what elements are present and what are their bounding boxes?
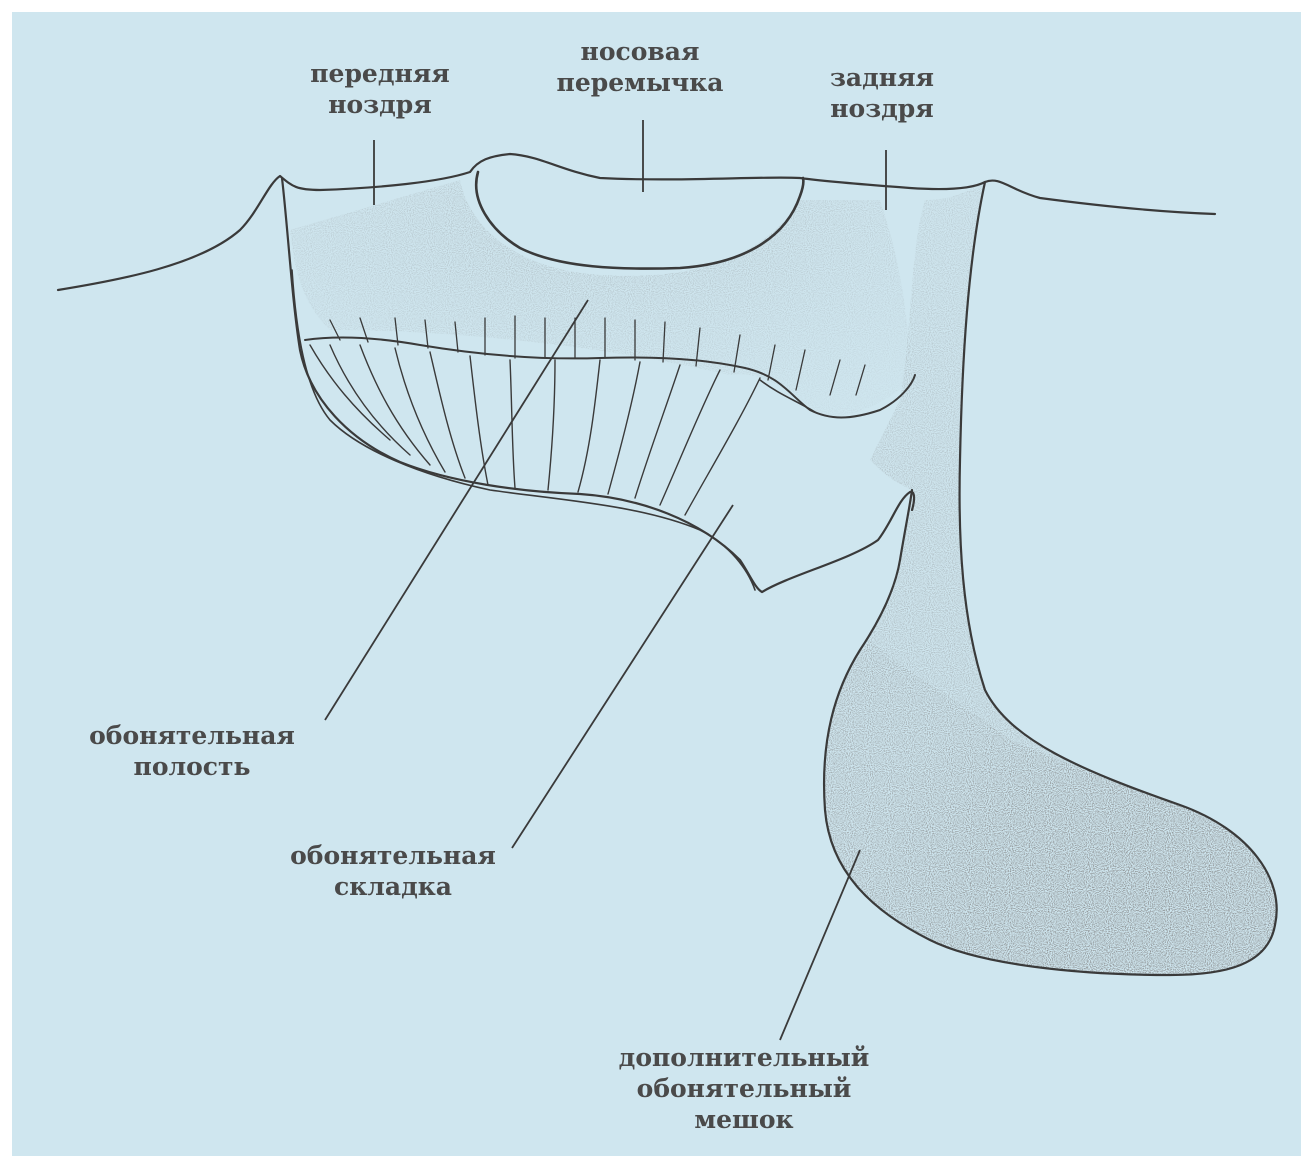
label-line: мешок [584,1104,904,1135]
label-olfactory-cavity: обонятельная полость [62,720,322,782]
label-line: задняя [802,62,962,93]
diagram-drawing [12,12,1301,1156]
label-line: ноздря [290,89,470,120]
label-line: обонятельный [584,1073,904,1104]
label-accessory-sac: дополнительный обонятельный мешок [584,1042,904,1135]
label-line: дополнительный [584,1042,904,1073]
top-margin [0,0,1301,12]
label-line: ноздря [802,93,962,124]
leader-olfactory-cavity [325,300,588,720]
label-anterior-nostril: передняя ноздря [290,58,470,120]
label-line: полость [62,751,322,782]
leader-olfactory-fold [512,505,733,848]
label-line: передняя [290,58,470,89]
label-olfactory-fold: обонятельная складка [258,840,528,902]
label-nasal-bridge: носовая перемычка [540,36,740,98]
olfactory-organ-diagram: передняя ноздря носовая перемычка задняя… [12,12,1301,1156]
leader-accessory-sac [780,850,860,1040]
label-posterior-nostril: задняя ноздря [802,62,962,124]
label-line: носовая [540,36,740,67]
label-line: перемычка [540,67,740,98]
label-line: обонятельная [258,840,528,871]
label-line: обонятельная [62,720,322,751]
label-line: складка [258,871,528,902]
